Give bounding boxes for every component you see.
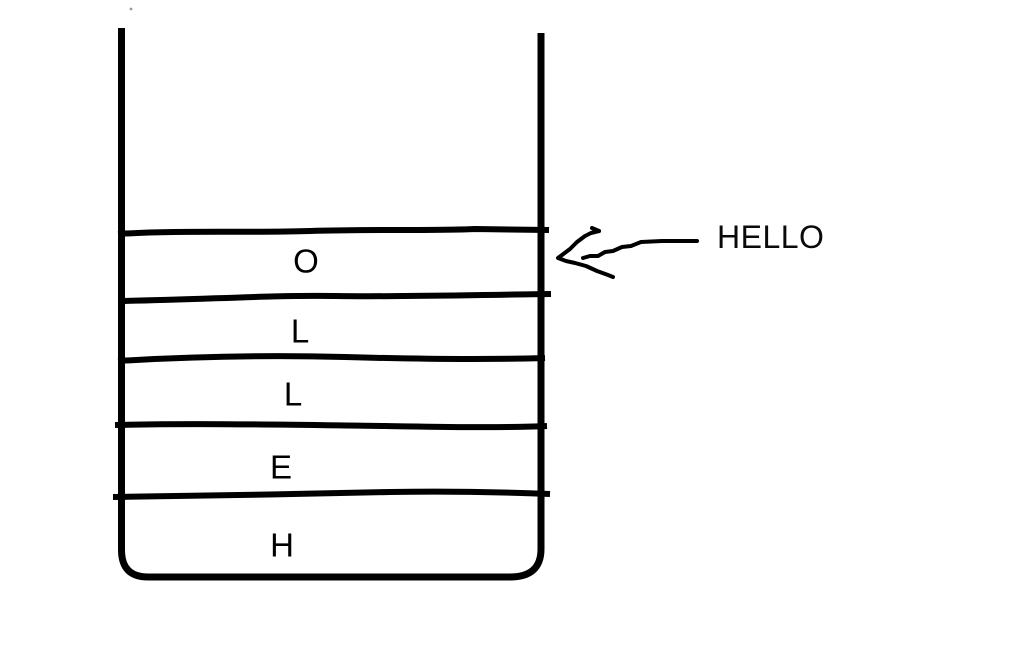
stack-item-label: E xyxy=(269,448,293,486)
stack-item-label: L xyxy=(290,312,310,350)
stack-container-outline xyxy=(118,28,545,581)
stack-divider-line xyxy=(117,291,552,304)
stack-divider-line xyxy=(117,353,546,364)
annotation-arrow-icon xyxy=(556,226,699,279)
stack-divider-line xyxy=(117,225,550,237)
stack-item-label: L xyxy=(283,375,303,413)
annotation-label: HELLO xyxy=(717,219,825,255)
stack-divider-line xyxy=(114,421,548,431)
stack-item-label-bottom: H xyxy=(270,526,294,564)
stray-dot xyxy=(129,7,133,11)
stack-item-label-top: O xyxy=(293,242,319,280)
stack-divider-line xyxy=(112,488,551,500)
